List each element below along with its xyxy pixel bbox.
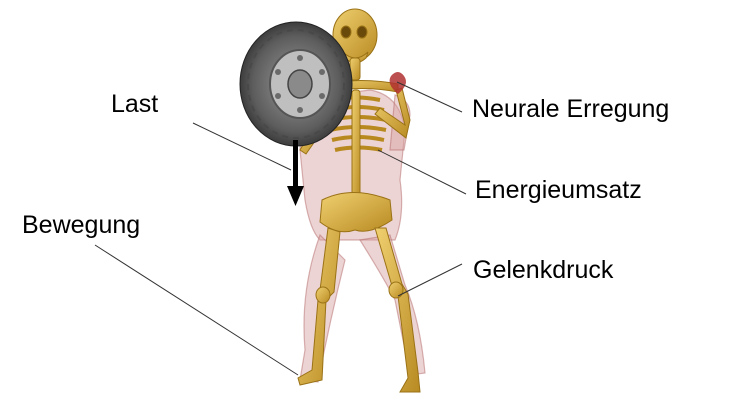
label-bewegung: Bewegung [22,213,140,238]
leader-line-bewegung [95,245,298,375]
label-gelenkdruck: Gelenkdruck [473,258,613,283]
label-last: Last [111,92,158,117]
label-neurale-erregung: Neurale Erregung [472,97,669,122]
tire-icon [240,22,352,146]
label-energieumsatz: Energieumsatz [475,178,642,203]
leader-line-gelenkdruck [398,264,462,296]
